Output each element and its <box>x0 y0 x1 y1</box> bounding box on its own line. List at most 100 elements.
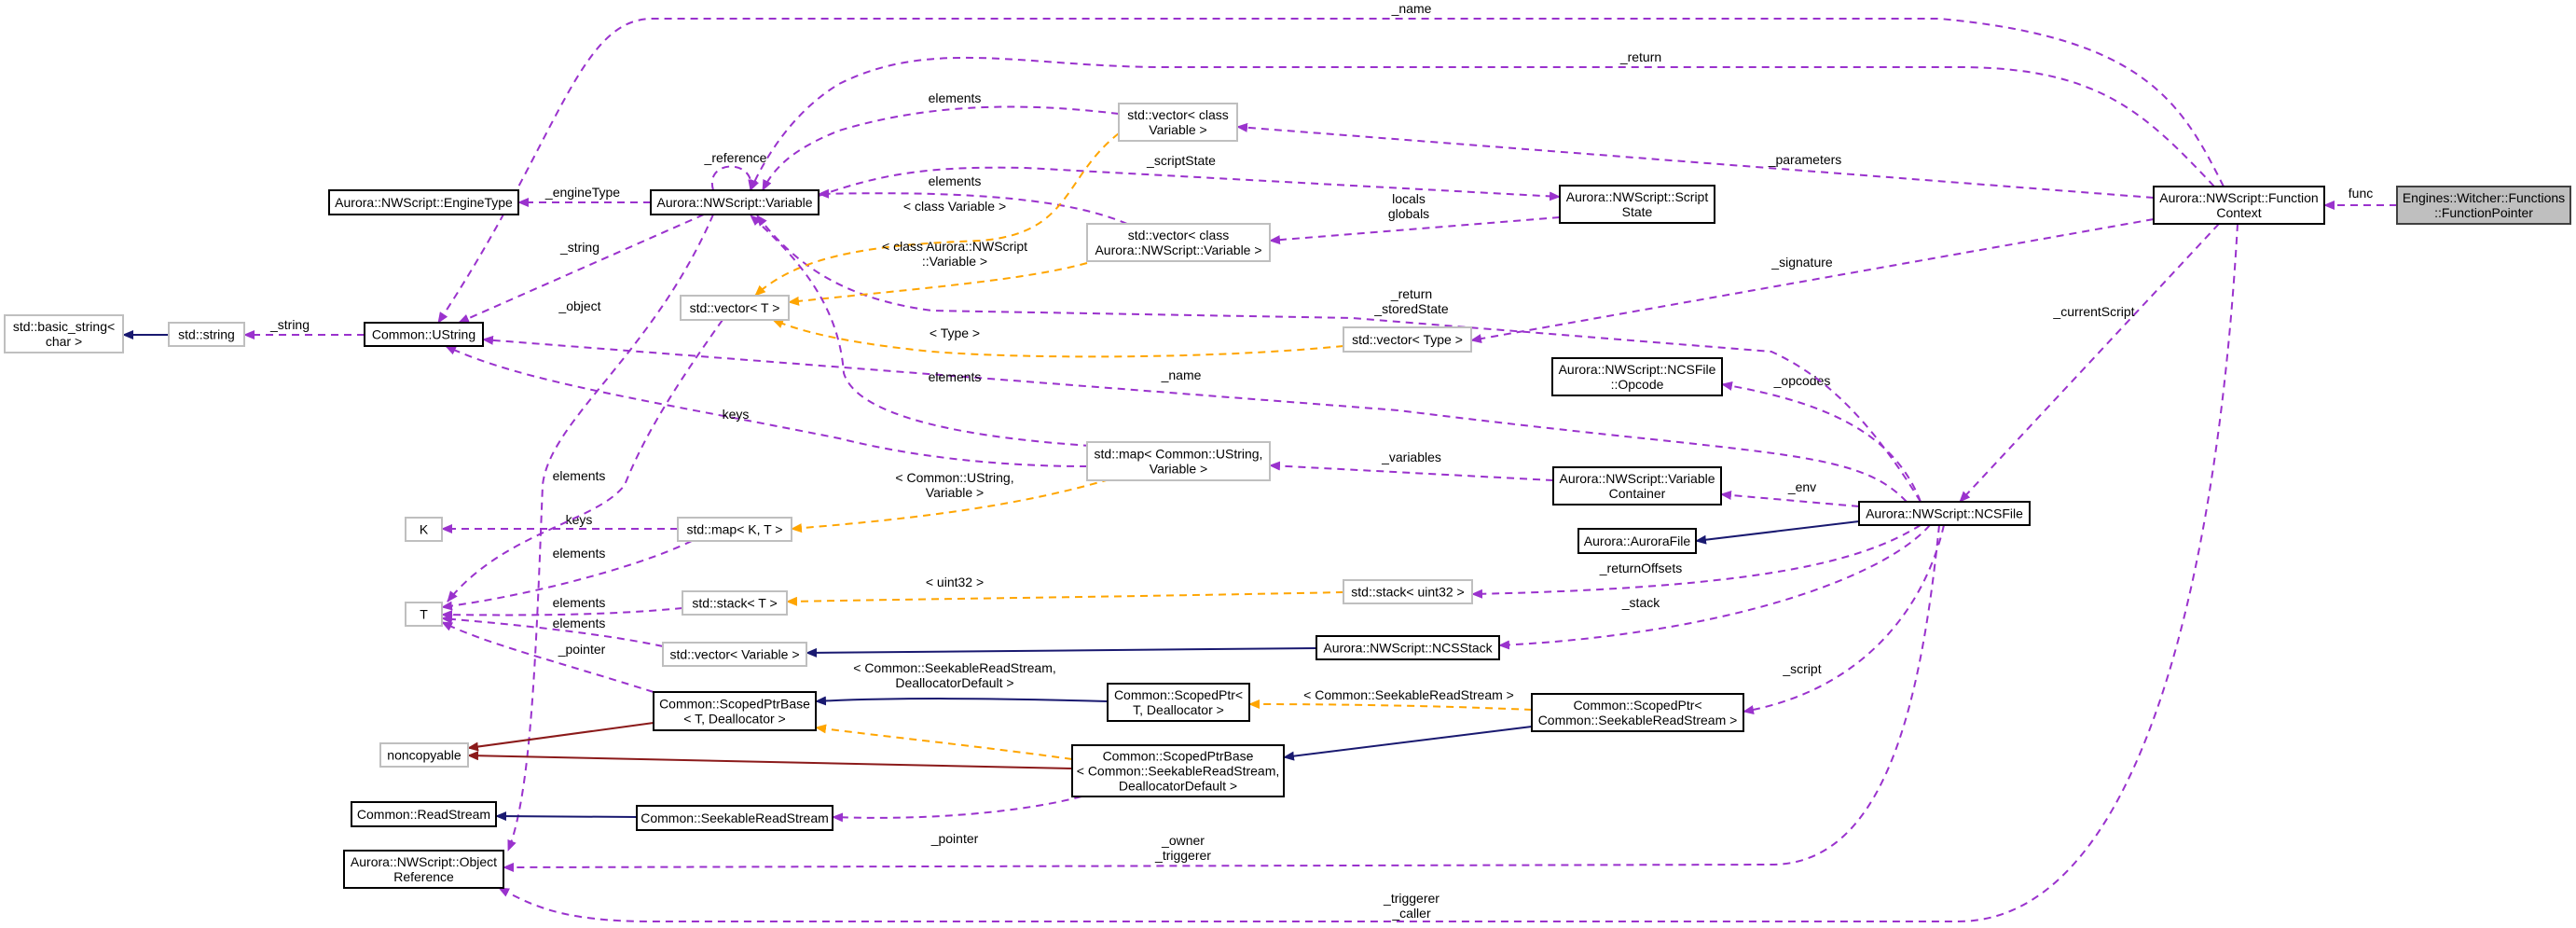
edge-line <box>815 696 1109 706</box>
edge-label: _name <box>1161 367 1202 382</box>
edge-label: elements <box>929 90 982 105</box>
class-node-stt[interactable]: std::stack< T > <box>682 590 788 616</box>
edge-var-to-oref: _object <box>507 214 714 852</box>
class-node-af[interactable]: Aurora::AuroraFile <box>1577 528 1697 554</box>
edge-fc-to-var: _return <box>750 49 2215 191</box>
node-label: Aurora::AuroraFile <box>1584 533 1691 548</box>
node-box <box>682 590 788 616</box>
node-box <box>168 322 245 347</box>
edge-label: _storedState <box>1373 301 1449 316</box>
edge-line <box>762 105 1120 191</box>
node-label: std::vector< class <box>1127 107 1229 122</box>
edge-label: _scriptState <box>1146 153 1216 168</box>
node-label: Common::ScopedPtrBase <box>1103 749 1254 764</box>
class-node-stu32[interactable]: std::stack< uint32 > <box>1343 579 1473 604</box>
class-node-spsrs[interactable]: Common::ScopedPtr<Common::SeekableReadSt… <box>1531 693 1744 732</box>
edge-line <box>1236 122 2155 199</box>
edge-fc-to-oref: _triggerer_caller <box>498 223 2239 922</box>
edge-vcav-to-vt: < class Aurora::NWScript::Variable > <box>788 239 1088 306</box>
edge-line <box>447 319 723 603</box>
edge-label: _pointer <box>930 831 979 846</box>
class-node-spbsrs[interactable]: Common::ScopedPtrBase< Common::SeekableR… <box>1071 744 1285 797</box>
class-node-mapuv[interactable]: std::map< Common::UString,Variable > <box>1086 441 1271 481</box>
node-label: Aurora::NWScript::NCSFile <box>1866 506 2023 521</box>
edge-label: _parameters <box>1768 152 1842 167</box>
class-node-bs[interactable]: std::basic_string<char > <box>4 314 124 353</box>
edge-fc-to-vtype: _signature <box>1470 218 2155 343</box>
edge-spbtd-to-nc <box>467 722 654 752</box>
edge-line <box>772 319 1344 358</box>
edge-label: func <box>2349 186 2373 201</box>
edge-line <box>1269 461 1554 481</box>
edge-line <box>495 811 638 822</box>
class-node-spbtd[interactable]: Common::ScopedPtrBase< T, Deallocator > <box>653 691 817 731</box>
class-node-str[interactable]: std::string <box>168 322 245 347</box>
node-label: Engines::Witcher::Functions <box>2403 190 2565 205</box>
node-label: std::vector< Variable > <box>669 647 799 662</box>
class-node-rs[interactable]: Common::ReadStream <box>351 801 497 827</box>
class-node-sptd[interactable]: Common::ScopedPtr<T, Deallocator > <box>1107 683 1250 722</box>
node-label: Variable > <box>1150 462 1207 477</box>
class-node-vtype[interactable]: std::vector< Type > <box>1343 326 1472 353</box>
node-box <box>343 850 504 889</box>
edge-label: _triggerer <box>1383 891 1440 906</box>
edge-spsrs-to-spbsrs <box>1283 726 1533 761</box>
class-node-fp[interactable]: Engines::Witcher::Functions::FunctionPoi… <box>2396 186 2571 225</box>
class-node-vvar[interactable]: std::vector< Variable > <box>662 642 807 667</box>
class-node-vcav[interactable]: std::vector< classAurora::NWScript::Vari… <box>1086 223 1271 262</box>
class-node-k[interactable]: K <box>405 517 443 542</box>
edge-vtype-to-vt: < Type > <box>772 319 1344 358</box>
node-label: Container <box>1609 486 1666 501</box>
node-box <box>1071 744 1285 797</box>
class-node-ncs[interactable]: Aurora::NWScript::NCSFile <box>1858 501 2031 526</box>
class-node-us[interactable]: Common::UString <box>364 322 484 347</box>
edge-label: _env <box>1787 479 1816 494</box>
edge-line <box>1743 524 1945 715</box>
edge-vcav-to-var: elements <box>818 173 1128 225</box>
node-label: ::Opcode <box>1611 377 1664 392</box>
class-node-mapkt[interactable]: std::map< K, T > <box>677 517 792 542</box>
edge-ncs-to-af <box>1695 520 1860 545</box>
edge-line <box>1695 520 1860 545</box>
node-label: std::basic_string< <box>13 319 115 334</box>
node-box <box>1086 223 1271 262</box>
edge-vvar-to-t: elements <box>441 614 664 647</box>
edge-label: _object <box>558 298 600 313</box>
edge-label: _triggerer <box>1154 848 1211 863</box>
edge-spsrs-to-sptd: < Common::SeekableReadStream > <box>1248 687 1533 711</box>
edge-line <box>482 335 1908 503</box>
edge-mapkt-to-t: elements <box>441 540 693 611</box>
edge-line <box>498 223 2239 922</box>
class-node-nc[interactable]: noncopyable <box>379 742 469 768</box>
edge-spbsrs-to-nc <box>467 751 1073 769</box>
node-label: Common::UString <box>372 327 475 342</box>
node-box <box>1118 103 1238 142</box>
node-label: noncopyable <box>387 748 461 763</box>
node-box <box>351 801 497 827</box>
edge-label: < class Variable > <box>903 199 1006 214</box>
node-label: < T, Deallocator > <box>683 712 785 727</box>
class-node-ncsstack[interactable]: Aurora::NWScript::NCSStack <box>1316 635 1500 660</box>
class-node-vt[interactable]: std::vector< T > <box>680 295 790 321</box>
edge-label: _return <box>1390 286 1432 301</box>
class-node-opcode[interactable]: Aurora::NWScript::NCSFile::Opcode <box>1551 357 1723 396</box>
class-node-et[interactable]: Aurora::NWScript::EngineType <box>328 189 519 215</box>
nodes-layer: Engines::Witcher::Functions::FunctionPoi… <box>4 103 2571 889</box>
edge-label: keys <box>566 512 593 527</box>
class-node-t[interactable]: T <box>405 602 443 627</box>
edge-ncs-to-spsrs: _script <box>1743 524 1945 715</box>
node-label: < Common::SeekableReadStream, <box>1077 764 1280 779</box>
class-node-srs[interactable]: Common::SeekableReadStream <box>636 805 833 831</box>
edge-line <box>754 132 1120 297</box>
node-label: Common::ScopedPtr< <box>1573 698 1701 713</box>
edge-line <box>788 262 1088 306</box>
edge-line <box>467 751 1073 769</box>
edge-ncs-to-ncsstack: _stack <box>1498 524 1931 650</box>
class-node-var[interactable]: Aurora::NWScript::Variable <box>650 189 820 215</box>
